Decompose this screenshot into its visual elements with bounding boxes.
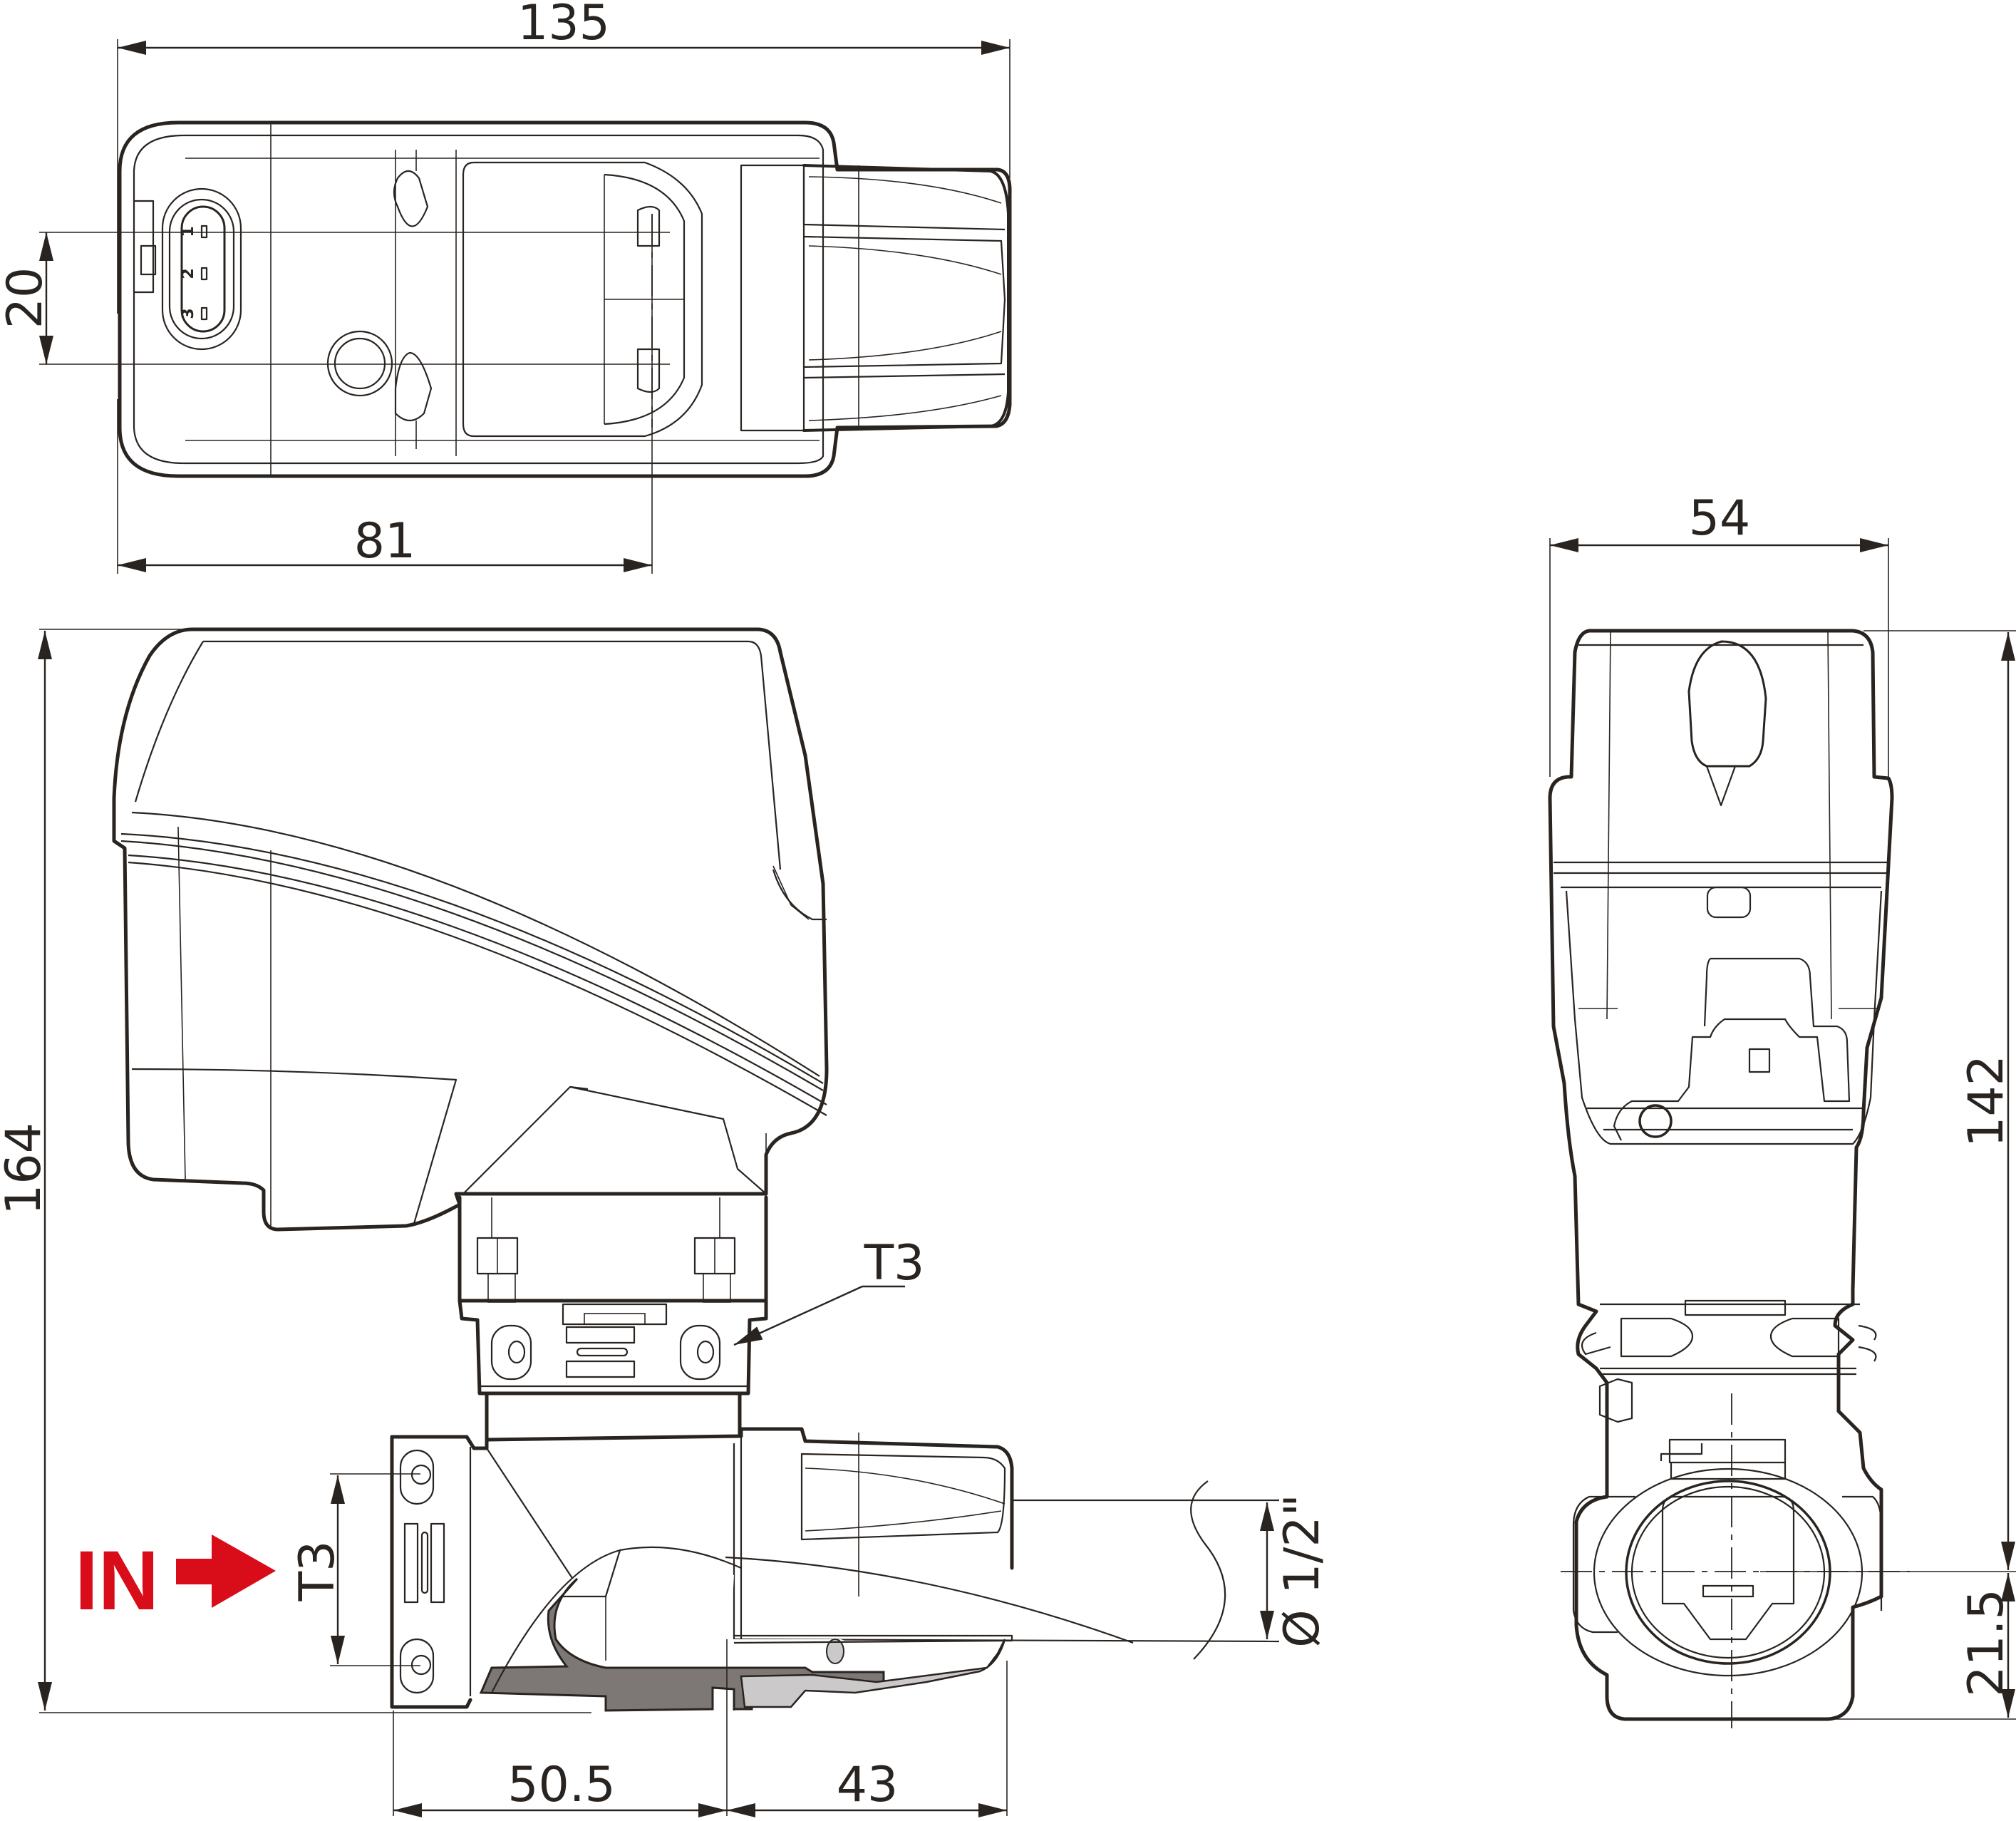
- label-inlet-length: 50.5: [507, 1757, 615, 1813]
- flow-label-in: IN: [75, 1534, 159, 1628]
- dimension-50-5: 50.5: [393, 1757, 727, 1817]
- dimension-label-135: 135: [517, 0, 610, 51]
- dimension-142: 142: [1958, 632, 2015, 1570]
- pipe-stub: [725, 1480, 1280, 1660]
- dimension-20: 20: [0, 232, 53, 364]
- cable-plug: [740, 164, 1010, 432]
- label-t3-inlet: T3: [289, 1541, 346, 1602]
- label-pipe-diameter: Ø 1/2": [1274, 1494, 1330, 1648]
- dimension-81: 81: [118, 513, 652, 572]
- pipe-cross-section: [1572, 1378, 1883, 1677]
- dimension-label-20: 20: [0, 267, 53, 329]
- pin-label-3: 3: [180, 308, 197, 319]
- inlet-fitting: [390, 1391, 585, 1709]
- union-nut-side: [1581, 1299, 1877, 1376]
- union-nut-upper: [458, 1299, 768, 1396]
- pin-label-2: 2: [180, 268, 197, 279]
- side-view: 54 142 21.5: [1548, 490, 2016, 1728]
- flow-direction-indicator: IN: [75, 1534, 276, 1628]
- dimension-43: 43: [727, 1757, 1007, 1817]
- dimension-164: 164: [0, 631, 52, 1711]
- section-cutaway: [476, 1546, 1013, 1712]
- dimension-t3-inlet: T3: [289, 1473, 420, 1666]
- dimension-21-5: 21.5: [1958, 1573, 2015, 1718]
- dimension-135: 135: [118, 0, 1010, 55]
- label-t3-upper: T3: [864, 1235, 925, 1291]
- label-height-below-axis: 21.5: [1958, 1589, 2015, 1696]
- position-indicator: [1687, 640, 1767, 807]
- dimension-pipe-diameter: Ø 1/2": [1260, 1494, 1330, 1648]
- dimension-label-164: 164: [0, 1123, 52, 1215]
- connector-socket: 1 2 3: [161, 187, 242, 351]
- label-outlet-length: 43: [837, 1757, 899, 1813]
- top-view: 135 20 81 1 2 3: [0, 0, 1012, 574]
- dimension-label-81: 81: [354, 513, 416, 569]
- pin-label-1: 1: [180, 226, 197, 237]
- label-overall-depth: 54: [1689, 490, 1751, 547]
- flow-arrow-icon: [176, 1534, 276, 1608]
- callout-t3-upper: T3: [733, 1235, 925, 1346]
- hex-nuts: [476, 1197, 736, 1303]
- dimension-54: 54: [1550, 490, 1888, 552]
- label-height-above-axis: 142: [1958, 1055, 2015, 1147]
- front-view: 164: [0, 627, 1330, 1817]
